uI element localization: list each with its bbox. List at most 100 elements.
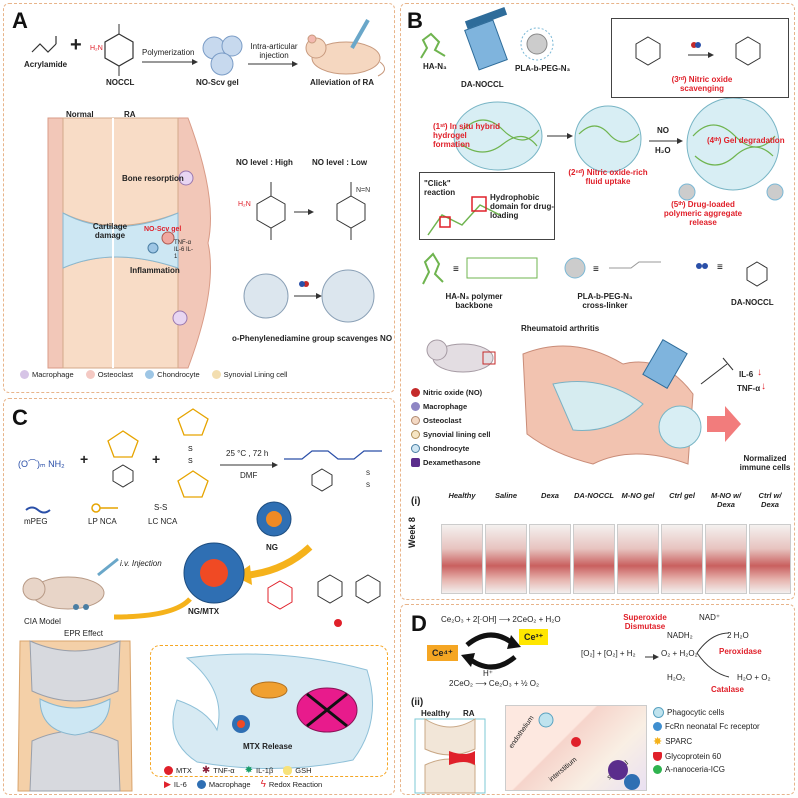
group-label: Saline [494,491,518,500]
sod-arrow [645,654,659,660]
polymerization-arrow [142,59,198,65]
lp-nca-legend-icon [91,503,118,513]
no-scv-gel-label: NO-Scv gel [144,226,182,233]
step3-label: (3ʳᵈ) Nitric oxide scavenging [671,75,733,94]
paw-photo [573,524,615,594]
syringe-icon [464,7,508,71]
iv-injection-label: i.v. Injection [120,559,162,568]
fcrn-receptor-icon [653,722,662,731]
paw-photo [485,524,527,594]
panel-a-label: A [12,8,28,33]
step2-label: (2ⁿᵈ) Nitric oxide-rich fluid uptake [568,168,648,187]
legend-mtx: MTX [164,765,192,776]
svg-text:≡: ≡ [717,262,723,273]
cia-model-label: CIA Model [24,617,61,626]
legend-b-osteoclast-label: Osteoclast [423,416,462,425]
pla-label: PLA-b-PEG-N₃ [515,64,571,73]
no-high-structure: H₂N [238,182,286,240]
legend-no: Nitric oxide (NO) [411,388,521,397]
mtx-icon [164,766,173,775]
click-label: "Click" reaction [424,179,456,198]
ce4-badge: Ce⁴⁺ [427,645,458,662]
nad-label: NAD⁺ [699,613,721,622]
tnf-icon: ✱ [201,765,211,776]
cell-inset: MTX Release [150,645,388,777]
hydrophobic-label: Hydrophobic domain for drug-loading [490,193,554,221]
paw-photo [529,524,571,594]
arrow-step2-step4 [649,138,683,144]
osteoclast-icon [85,370,95,379]
group-label: Healthy [448,491,476,500]
legend-gp60: Glycoprotein 60 [653,752,793,761]
mpeg-label: mPEG [24,517,48,526]
h2o-under-arrow: H₂O [655,146,671,155]
backbone-label: HA-N₃ polymer backbone [445,292,503,311]
legend-osteoclast-label: Osteoclast [97,370,134,379]
epr-arrow [113,597,192,620]
nanoceria-icon [653,765,662,774]
legend-mtx-label: MTX [176,766,192,775]
scavenge-arrow [294,209,314,215]
synovial-cell-icon [411,430,420,439]
roman-i: (i) [411,496,421,507]
scavenge-caption: o-Phenylenediamine group scavenges NO [232,334,393,343]
panel-a: A Acrylamide + H₂N NOCCL Polymerization … [3,3,395,393]
gel-label: NO-Scv gel [196,78,239,87]
scavenging-chem [635,36,761,66]
no-molecule-icon [411,388,420,397]
tnf-label: TNF-α [737,384,761,393]
legend-chondrocyte-label: Chondrocyte [157,370,200,379]
hydrogel-sphere-3 [686,97,780,191]
product-polymer: S S [284,450,382,492]
panel-b-label: B [407,8,423,33]
plus-1: + [80,451,89,467]
legend-osteoclast: Osteoclast [85,370,134,379]
il6-down-arrow: ↓ [757,367,762,378]
paw-photo [661,524,703,594]
gel-spheres [202,35,243,76]
legend-il1b-label: IL-1β [256,766,274,775]
backbone-icon: ≡ [422,252,538,285]
acrylamide-label: Acrylamide [24,60,68,69]
legend-sparc-label: SPARC [665,737,693,746]
legend-phagocytic: Phagocytic cells [653,707,793,718]
panel-c-label: C [12,405,28,430]
lp-nca-structure [107,430,139,488]
legend-b-synovial: Synovial lining cell [411,430,521,439]
step5-label: (5ᵗʰ) Drug-loaded polymeric aggregate re… [663,200,743,228]
group-label: M-NO gel [621,491,655,500]
mtx-release-label: MTX Release [243,742,293,751]
knee-illustration [17,640,133,792]
macrophage-cell [172,653,373,770]
mouse-ra-icon [426,339,496,373]
phagocytic-cell-icon [653,707,664,718]
gsh-icon [283,766,293,775]
da-noccl-icon: ≡ [696,261,768,287]
healthy-label: Healthy [421,709,450,718]
panel-d-label: D [411,611,427,636]
panel-c: C (O⌒)ₘ NH₂ + + S S 25 °C , 72 h DMF S S… [3,398,395,795]
tissue-cells [538,712,640,790]
bone-resorption-label: Bone resorption [122,174,184,183]
ra-title: Rheumatoid arthritis [521,324,600,333]
legend-b-dexa-label: Dexamethasone [423,458,481,467]
panel-a-legend: Macrophage Osteoclast Chondrocyte Synovi… [20,370,287,379]
legend-b-synovial-label: Synovial lining cell [423,430,491,439]
group-label: Dexa [541,491,559,500]
legend-b-dexa: Dexamethasone [411,458,521,467]
mpeg-structure: (O⌒)ₘ NH₂ [18,459,65,469]
svg-text:S: S [366,471,370,477]
equation-1: Ce₂O₃ + 2[·OH] ⟶ 2CeO₂ + H₂O [441,615,561,624]
roman-ii: (ii) [411,697,424,708]
legend-fcrn-label: FcRn neonatal Fc receptor [665,722,760,731]
no-high-label: NO level : High [236,158,293,167]
peroxidase-label: Peroxidase [719,647,762,656]
mtx-structure [267,574,381,627]
panel-d: D Ce₂O₃ + 2[·OH] ⟶ 2CeO₂ + H₂O Ce⁴⁺ Ce³⁺… [400,604,795,795]
noccl-structure: H₂N [90,24,134,76]
svg-text:S: S [188,458,193,465]
o2-equation: [O₂] + [O₂] + H₂ [581,649,636,658]
legend-gsh-label: GSH [295,766,312,775]
panel-b-legend: Nitric oxide (NO) Macrophage Osteoclast … [411,388,521,467]
